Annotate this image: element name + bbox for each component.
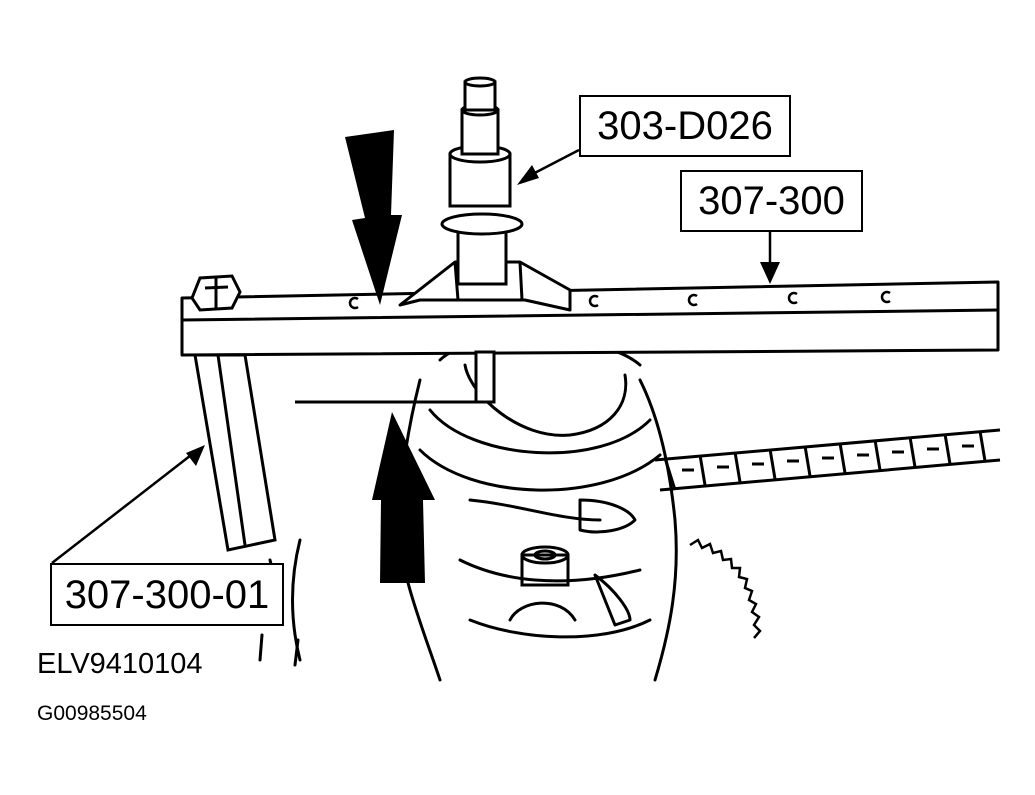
arrow-up — [372, 412, 435, 583]
arrow-down — [345, 130, 402, 305]
callout-307-300-01: 307-300-01 — [50, 563, 284, 626]
engine-nut — [520, 545, 570, 587]
callout-307-300: 307-300 — [680, 170, 863, 232]
timing-chain — [654, 428, 1001, 492]
engine-body — [258, 336, 678, 682]
tool-303-d026-screw — [440, 76, 524, 286]
figure-code: ELV9410104 — [37, 648, 203, 680]
bolt-head — [190, 274, 242, 312]
crank-shaft — [295, 350, 496, 404]
tool-307-300-01-leg — [193, 353, 277, 552]
toothed-wheel — [689, 538, 762, 639]
tool-307-300-bar — [180, 280, 1000, 357]
graphic-code: G00985504 — [37, 702, 147, 725]
leader-arrowheads — [186, 165, 780, 466]
bar-slots — [348, 290, 891, 310]
callout-303-d026: 303-D026 — [579, 95, 791, 157]
